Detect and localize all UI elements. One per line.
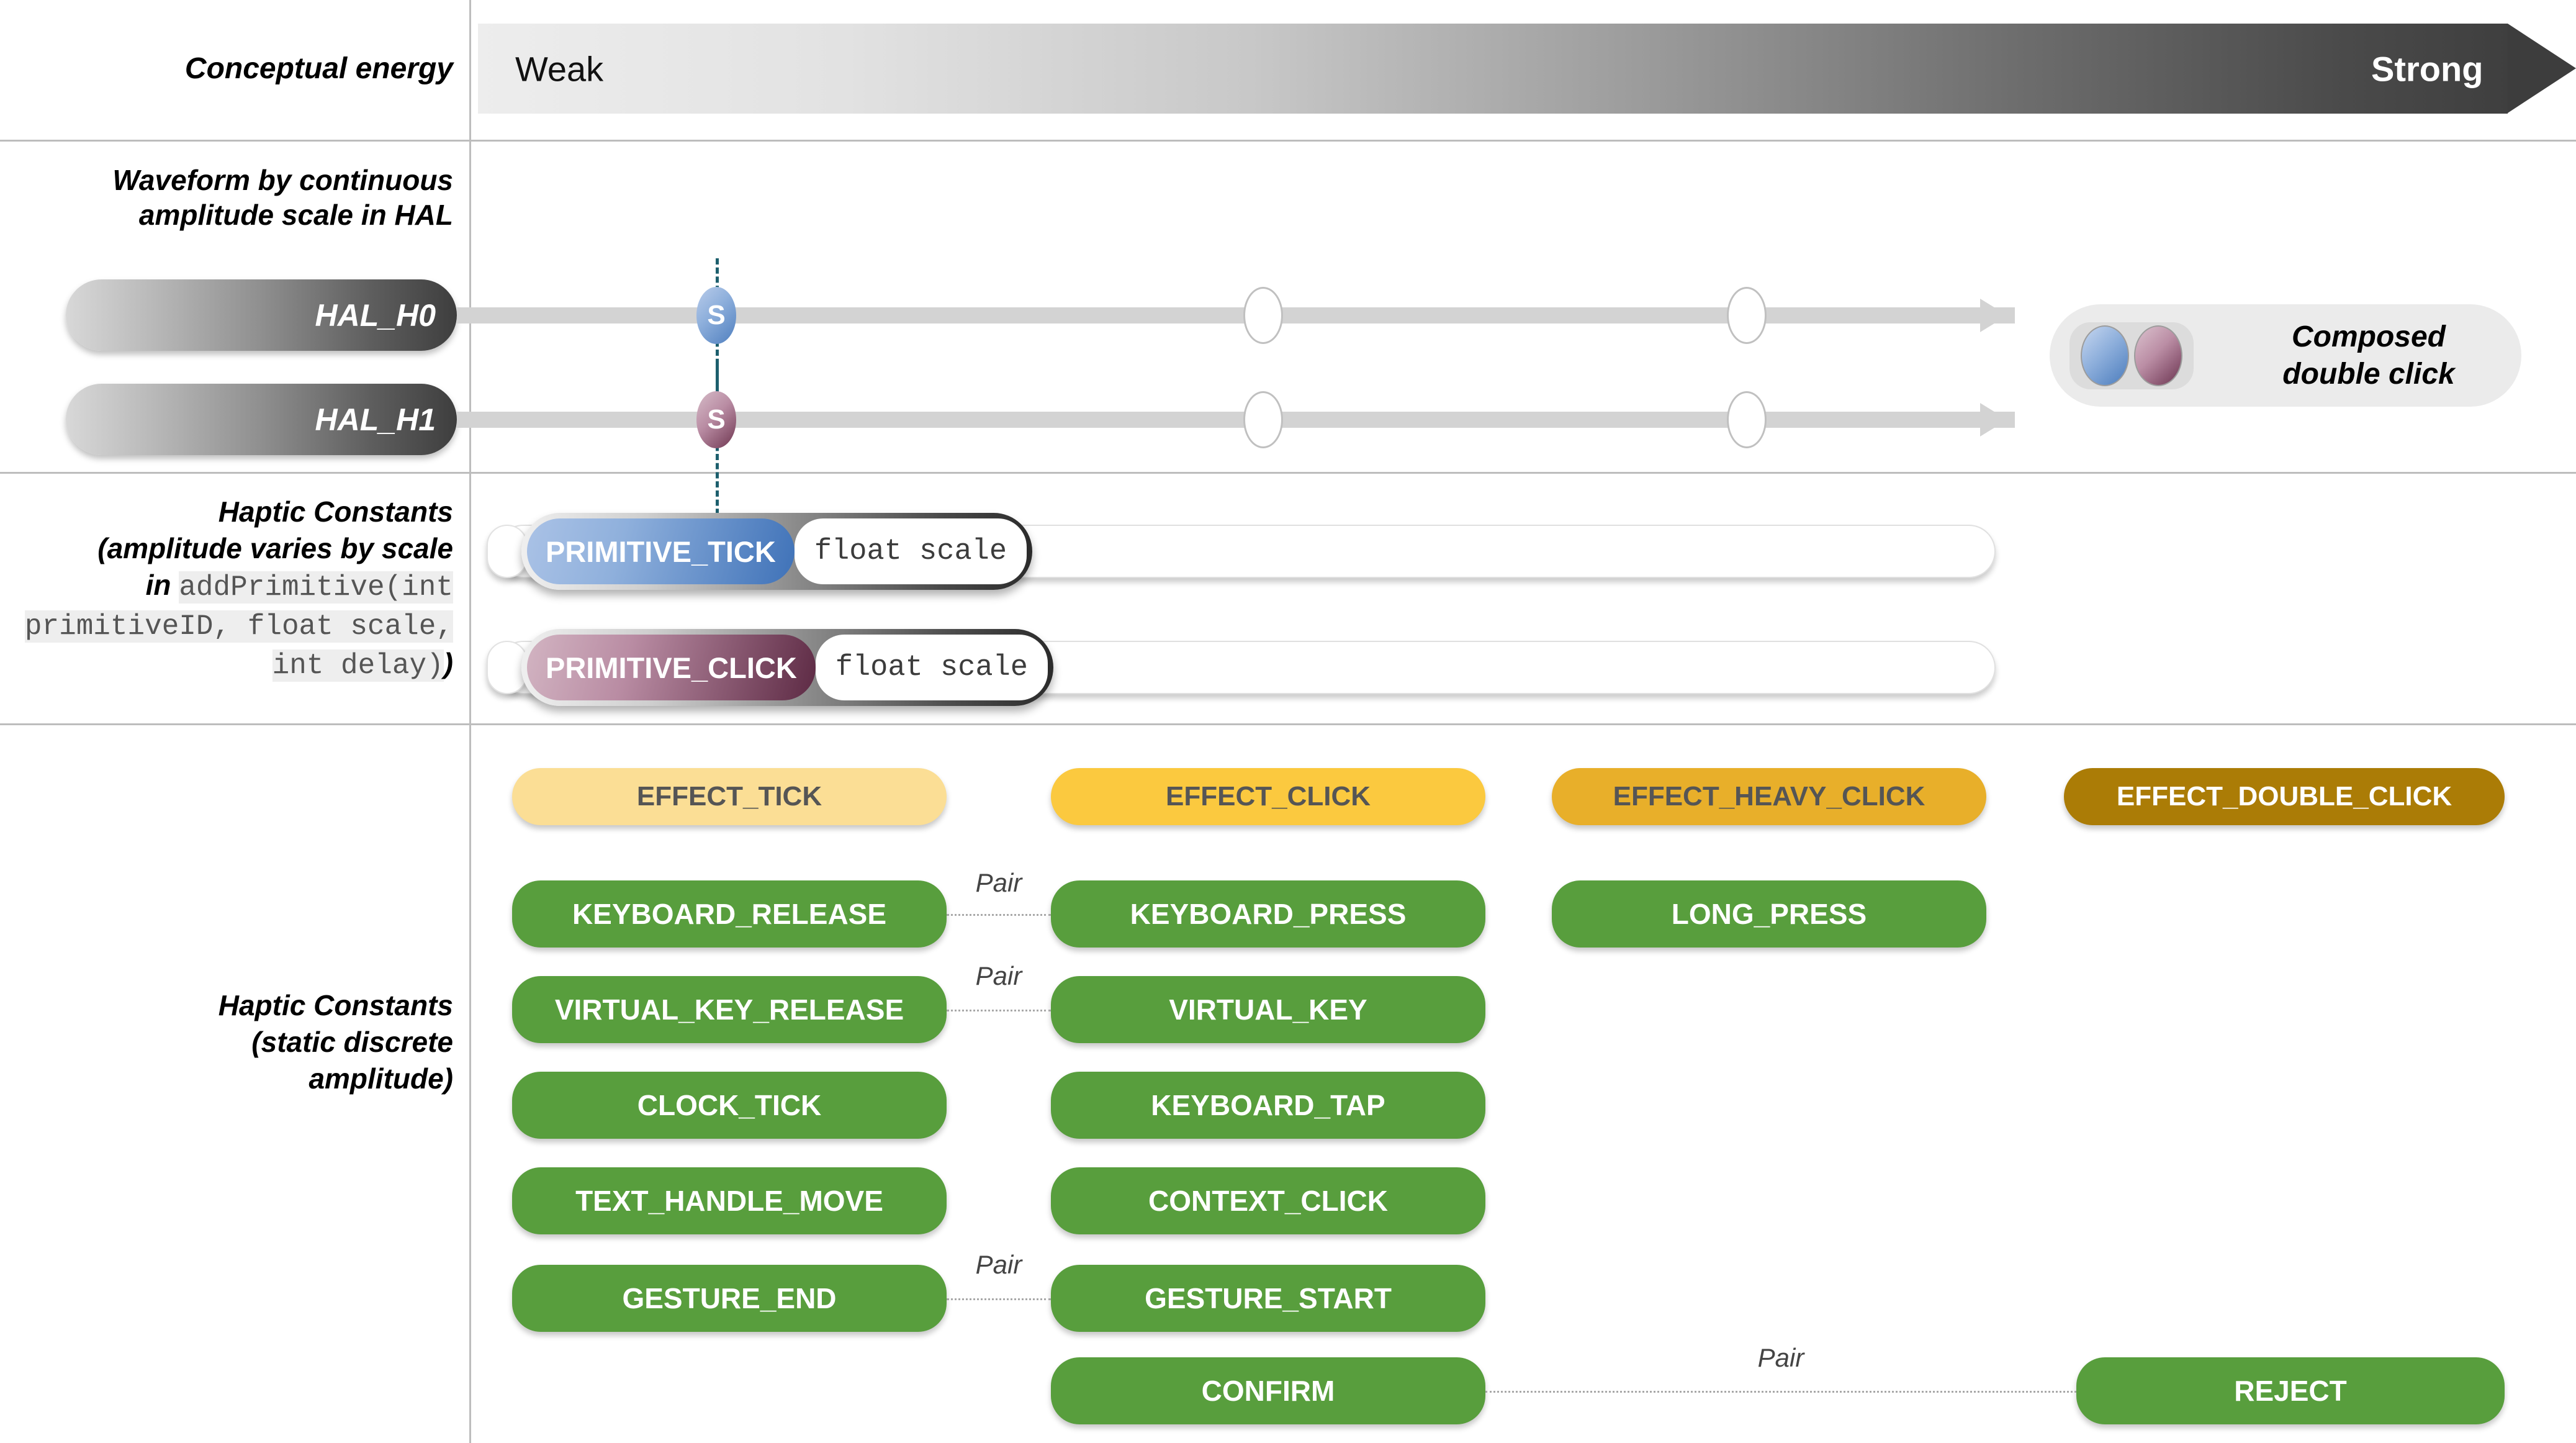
primitive-click-pill[interactable]: PRIMITIVE_CLICK float scale: [521, 629, 1054, 706]
hal-h1-scale-marker[interactable]: S: [696, 391, 736, 448]
energy-arrowhead-icon: [2508, 24, 2576, 113]
hal-h1-label: HAL_H1: [315, 402, 436, 437]
hal-h0-track: [457, 307, 2015, 323]
primitive-click-arg: float scale: [815, 635, 1048, 700]
pill-virtual-key-release[interactable]: VIRTUAL_KEY_RELEASE: [512, 976, 947, 1043]
row-label-waveform-line2: amplitude scale in HAL: [138, 199, 453, 232]
pill-confirm[interactable]: CONFIRM: [1051, 1357, 1485, 1424]
hal-h1-chip: HAL_H1: [66, 384, 457, 455]
pill-keyboard-press[interactable]: KEYBOARD_PRESS: [1051, 880, 1485, 948]
pill-gesture-start[interactable]: GESTURE_START: [1051, 1265, 1485, 1332]
composed-double-click-icon: [2069, 322, 2194, 389]
hal-h0-label: HAL_H0: [315, 297, 436, 333]
composed-label-line2: double click: [2282, 357, 2455, 391]
row-label-waveform-line1: Waveform by continuous: [112, 164, 453, 196]
pill-keyboard-release[interactable]: KEYBOARD_RELEASE: [512, 880, 947, 948]
pair-line-keyboard: [947, 914, 1051, 916]
energy-strong-label: Strong: [2371, 49, 2484, 88]
hal-h0-node-mid[interactable]: [1243, 287, 1283, 344]
row-label-primitives-suffix: ): [443, 646, 453, 679]
hal-h1-arrowhead-icon: [1980, 403, 2007, 437]
pair-label-keyboard: Pair: [975, 868, 1022, 897]
pair-label-confirm-reject: Pair: [1757, 1343, 1804, 1372]
pill-effect-tick[interactable]: EFFECT_TICK: [512, 768, 947, 825]
row-label-waveform: Waveform by continuous amplitude scale i…: [0, 163, 471, 232]
primitive-click-label: PRIMITIVE_CLICK: [527, 635, 816, 700]
pill-long-press[interactable]: LONG_PRESS: [1552, 880, 1986, 948]
pill-virtual-key[interactable]: VIRTUAL_KEY: [1051, 976, 1485, 1043]
pair-label-gesture: Pair: [975, 1250, 1022, 1279]
hal-h1-node-high[interactable]: [1727, 391, 1767, 448]
pair-label-virtual-key: Pair: [975, 961, 1022, 990]
row-label-constants-line1: Haptic Constants: [218, 989, 453, 1021]
composed-dot-tick-icon: [2081, 325, 2129, 386]
row-divider-energy: [0, 140, 2576, 142]
pair-line-confirm-reject: [1485, 1391, 2076, 1393]
hal-h1-node-mid[interactable]: [1243, 391, 1283, 448]
row-label-primitives-in: in: [145, 568, 179, 601]
row-label-constants-line2: (static discrete: [251, 1025, 453, 1058]
hal-h0-node-high[interactable]: [1727, 287, 1767, 344]
column-divider: [469, 0, 471, 1443]
pair-line-virtual-key: [947, 1010, 1051, 1011]
composed-dot-click-icon: [2134, 325, 2182, 386]
row-label-constants: Haptic Constants (static discrete amplit…: [0, 987, 471, 1097]
conceptual-energy-arrow: Weak Strong: [478, 24, 2576, 114]
row-label-conceptual-energy: Conceptual energy: [184, 52, 453, 85]
hal-h1-track: [457, 412, 2015, 428]
row-label-primitives: Haptic Constants (amplitude varies by sc…: [0, 494, 471, 684]
composed-double-click-card[interactable]: Composed double click: [2050, 304, 2521, 407]
pill-effect-double-click[interactable]: EFFECT_DOUBLE_CLICK: [2064, 768, 2505, 825]
pill-text-handle-move[interactable]: TEXT_HANDLE_MOVE: [512, 1167, 947, 1234]
primitive-tick-pill[interactable]: PRIMITIVE_TICK float scale: [521, 513, 1033, 590]
pill-gesture-end[interactable]: GESTURE_END: [512, 1265, 947, 1332]
hal-h0-chip: HAL_H0: [66, 279, 457, 351]
pill-context-click[interactable]: CONTEXT_CLICK: [1051, 1167, 1485, 1234]
pill-reject[interactable]: REJECT: [2076, 1357, 2505, 1424]
energy-gradient-bar: [478, 24, 2508, 114]
composed-label-line1: Composed: [2291, 320, 2446, 353]
primitive-tick-arg: float scale: [794, 518, 1027, 584]
hal-h0-arrowhead-icon: [1980, 299, 2007, 332]
row-label-primitives-line2: (amplitude varies by scale: [97, 532, 453, 564]
pair-line-gesture: [947, 1298, 1051, 1300]
row-label-primitives-code: addPrimitive(int primitiveID, float scal…: [24, 571, 453, 682]
pill-effect-heavy-click[interactable]: EFFECT_HEAVY_CLICK: [1552, 768, 1986, 825]
row-divider-waveform: [0, 472, 2576, 474]
pill-clock-tick[interactable]: CLOCK_TICK: [512, 1072, 947, 1139]
row-label-primitives-line1: Haptic Constants: [218, 495, 453, 528]
pill-effect-click[interactable]: EFFECT_CLICK: [1051, 768, 1485, 825]
composed-double-click-label: Composed double click: [2216, 319, 2521, 393]
primitive-tick-label: PRIMITIVE_TICK: [527, 518, 795, 584]
row-label-primitives-line3: in addPrimitive(int primitiveID, float s…: [0, 567, 453, 684]
row-divider-primitives: [0, 723, 2576, 725]
row-label-constants-line3: amplitude): [308, 1062, 453, 1095]
hal-h0-scale-marker[interactable]: S: [696, 287, 736, 344]
energy-weak-label: Weak: [515, 49, 604, 88]
pill-keyboard-tap[interactable]: KEYBOARD_TAP: [1051, 1072, 1485, 1139]
